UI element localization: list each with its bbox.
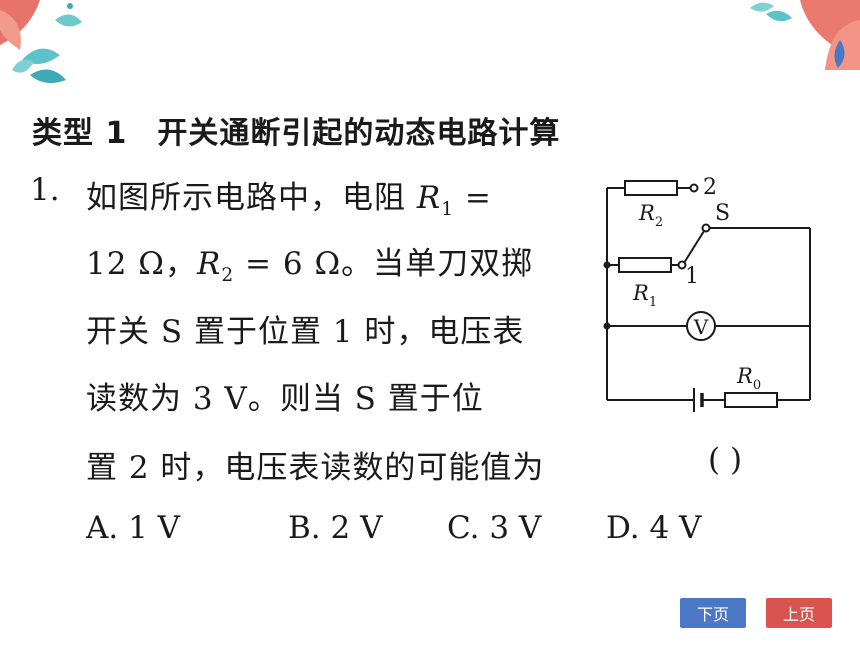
question-line-5: 置 2 时，电压表读数的可能值为 (86, 450, 545, 486)
question-number: 1. (30, 172, 60, 208)
resistor-r0 (724, 392, 778, 408)
resistor-r1 (618, 257, 672, 273)
junction-dot-lower (603, 322, 611, 330)
switch-pivot (701, 223, 711, 233)
resistor-r2 (624, 180, 678, 196)
question-line-4: 读数为 3 V。则当 S 置于位 (86, 381, 484, 417)
option-c[interactable]: C. 3 V (447, 510, 542, 546)
switch-label: S (715, 201, 730, 226)
section-heading: 类型 1 开关通断引起的动态电路计算 (32, 108, 560, 152)
switch-position-1-label: 1 (685, 264, 699, 289)
option-a[interactable]: A. 1 V (86, 510, 181, 546)
question-line-3: 开关 S 置于位置 1 时，电压表 (86, 314, 525, 350)
switch-blade (683, 230, 705, 264)
junction-dot-upper (603, 261, 611, 269)
question-line-1: 如图所示电路中，电阻 R1 = (86, 180, 492, 221)
switch-contact-2 (689, 183, 699, 193)
type-label: 类型 1 (32, 116, 128, 151)
leaf-decoration-right (750, 0, 860, 70)
r1-label: R1 (632, 281, 657, 310)
r2-label: R2 (638, 201, 663, 230)
voltmeter-label: V (693, 315, 709, 339)
circuit-diagram: V 2 S 1 R2 R1 R0 (603, 175, 811, 412)
question-line-2: 12 Ω，R2 = 6 Ω。当单刀双掷 (86, 246, 534, 287)
r0-label: R0 (736, 364, 761, 393)
previous-page-button[interactable]: 上页 (766, 598, 832, 628)
answer-parentheses: ( ) (708, 442, 743, 478)
next-page-button[interactable]: 下页 (680, 598, 746, 628)
section-title: 开关通断引起的动态电路计算 (157, 116, 561, 151)
switch-contact-1 (677, 260, 687, 270)
option-b[interactable]: B. 2 V (288, 510, 383, 546)
switch-position-2-label: 2 (703, 175, 717, 200)
leaf-decoration-left (0, 0, 82, 84)
option-d[interactable]: D. 4 V (606, 510, 702, 546)
